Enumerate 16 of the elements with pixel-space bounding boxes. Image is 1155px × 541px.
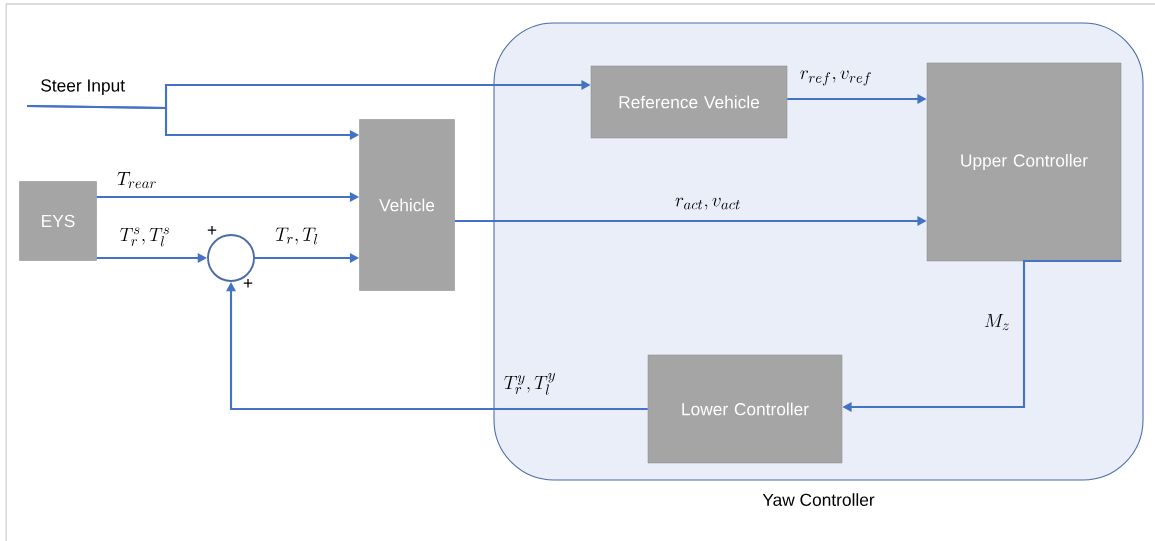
- edge-label: $r_{act}, v_{act}$: [675, 197, 740, 210]
- sign-label: +: [243, 279, 253, 288]
- sign-label: +: [207, 226, 217, 235]
- block-box: Upper Controller: [926, 62, 1122, 262]
- edge-label: $M_z$: [984, 314, 1009, 331]
- edge-label: $T_{rear}$: [117, 172, 156, 189]
- block-box: Lower Controller: [647, 354, 843, 464]
- edge-label: $T_r^y, T_l^y$: [504, 373, 555, 395]
- block-box: Reference Vehicle: [590, 65, 788, 139]
- edge-label: $T_r, T_l$: [275, 227, 318, 245]
- edge-label: $r_{ref}, v_{ref}$: [800, 70, 871, 86]
- block-box: Vehicle: [359, 119, 455, 291]
- node-label: Yaw Controller: [762, 493, 875, 506]
- input-label: Steer Input: [41, 79, 125, 96]
- block-box: EYS: [19, 181, 97, 261]
- edge-label: $T_r^s, T_l^s$: [120, 227, 169, 247]
